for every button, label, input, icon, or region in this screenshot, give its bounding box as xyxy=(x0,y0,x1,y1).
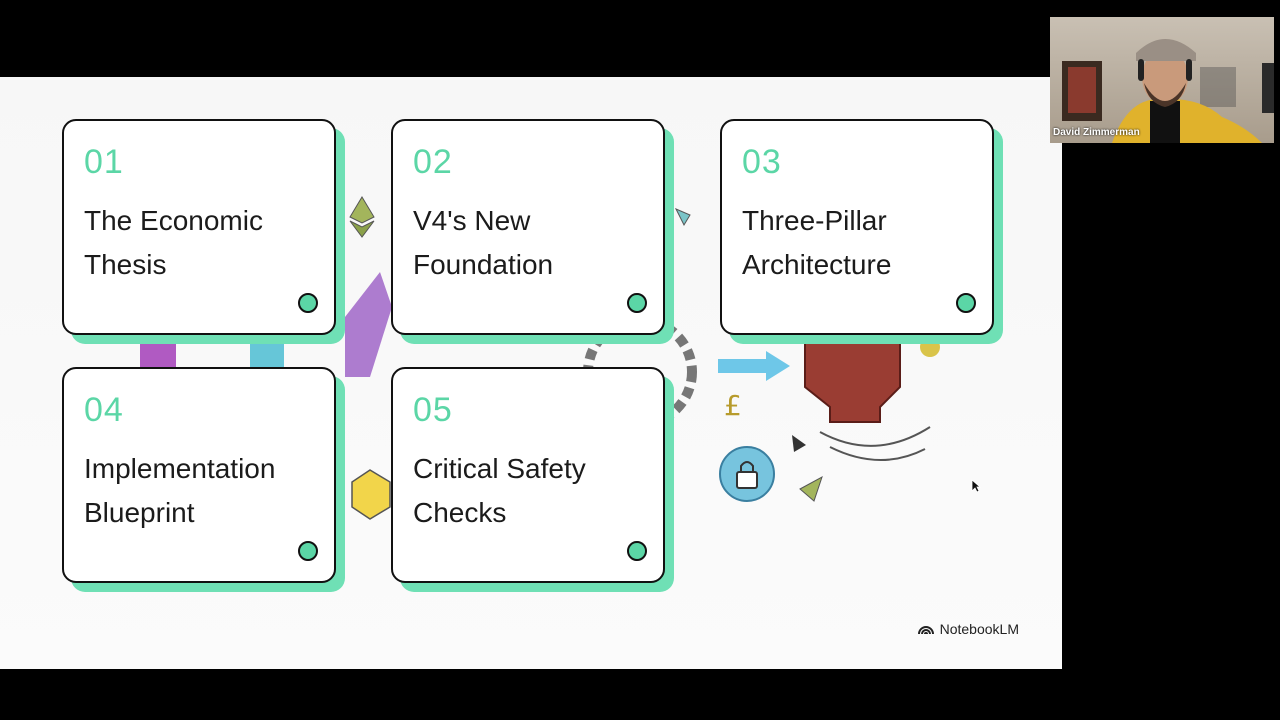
diamond-shape xyxy=(799,475,823,502)
card-dot xyxy=(627,541,647,561)
teal-bar xyxy=(250,339,284,369)
purple-bar xyxy=(140,339,176,369)
card-title: V4's New Foundation xyxy=(413,199,653,287)
card-number: 05 xyxy=(413,391,453,429)
brand-label: NotebookLM xyxy=(939,621,1019,637)
pound-icon: £ xyxy=(724,389,742,422)
presentation-slide: £ 01 The Economic Thesis 02 V4's New Fou… xyxy=(0,77,1062,669)
card-title-line: Blueprint xyxy=(84,497,195,528)
webcam-tile[interactable]: David Zimmerman xyxy=(1050,17,1274,143)
card-dot xyxy=(298,541,318,561)
triangle-shape xyxy=(792,435,806,452)
ethereum-icon xyxy=(349,196,375,238)
card-three-pillar[interactable]: 03 Three-Pillar Architecture xyxy=(720,119,994,335)
card-title: Implementation Blueprint xyxy=(84,447,324,535)
card-title-line: Thesis xyxy=(84,249,167,280)
lock-icon xyxy=(719,446,775,502)
mouse-cursor-icon xyxy=(971,479,981,493)
card-economic-thesis[interactable]: 01 The Economic Thesis xyxy=(62,119,336,335)
card-title-line: Critical Safety xyxy=(413,453,586,484)
card-dot xyxy=(956,293,976,313)
card-implementation[interactable]: 04 Implementation Blueprint xyxy=(62,367,336,583)
card-title-line: V4's New xyxy=(413,205,531,236)
hexagon-shape xyxy=(351,469,391,520)
card-number: 03 xyxy=(742,143,782,181)
card-title-line: Foundation xyxy=(413,249,554,280)
vessel-sketch xyxy=(804,342,901,423)
card-title: The Economic Thesis xyxy=(84,199,324,287)
card-title-line: The Economic xyxy=(84,205,263,236)
card-title-line: Three-Pillar xyxy=(742,205,887,236)
notebooklm-logo-icon xyxy=(917,626,934,635)
unicorn-sketch xyxy=(345,272,392,377)
card-dot xyxy=(298,293,318,313)
participant-name: David Zimmerman xyxy=(1053,127,1140,138)
card-title: Critical Safety Checks xyxy=(413,447,653,535)
card-number: 01 xyxy=(84,143,124,181)
card-v4-foundation[interactable]: 02 V4's New Foundation xyxy=(391,119,665,335)
coin-sketch xyxy=(920,337,940,357)
notebooklm-brand: NotebookLM xyxy=(917,621,1019,637)
card-number: 04 xyxy=(84,391,124,429)
arrow-icon xyxy=(718,351,790,381)
card-number: 02 xyxy=(413,143,453,181)
card-title-line: Implementation xyxy=(84,453,276,484)
card-title-line: Checks xyxy=(413,497,507,528)
diamond-shape-2 xyxy=(674,208,691,227)
card-title-line: Architecture xyxy=(742,249,892,280)
participant-video xyxy=(1062,39,1274,143)
card-safety-checks[interactable]: 05 Critical Safety Checks xyxy=(391,367,665,583)
card-title: Three-Pillar Architecture xyxy=(742,199,982,287)
card-dot xyxy=(627,293,647,313)
